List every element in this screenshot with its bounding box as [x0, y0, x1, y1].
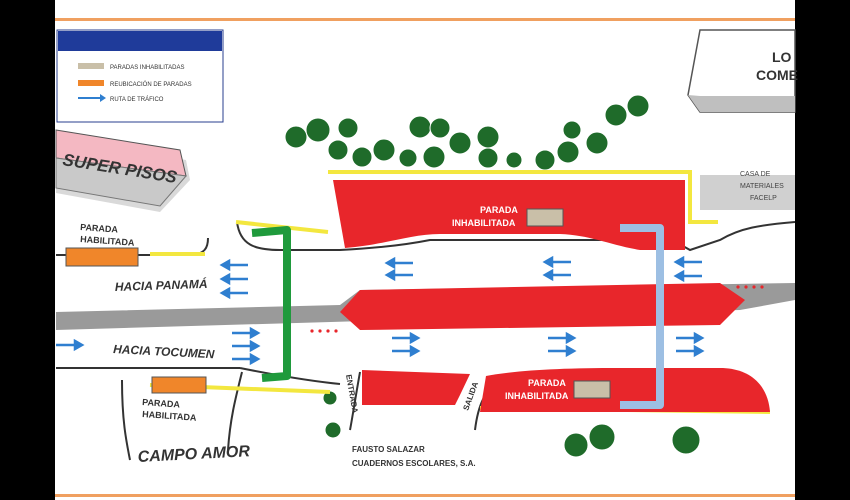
green-pedestrian-bridge	[251, 226, 291, 382]
traffic-arrow-icon	[232, 326, 261, 340]
local-comercial-building: LO COME	[687, 29, 798, 113]
legend-label-relocation: REUBICACIÓN DE PARADAS	[110, 81, 192, 88]
disabled-stop-bottom	[573, 380, 611, 399]
traffic-arrow-icon	[676, 331, 705, 345]
traffic-arrow-icon	[392, 331, 421, 345]
legend-swatch-disabled	[78, 63, 104, 69]
traffic-arrow-icon	[392, 344, 421, 358]
trees-top	[284, 94, 650, 171]
casa-materiales-building: CASA DE MATERIALES FACELP	[700, 171, 795, 210]
fausto-label-1: FAUSTO SALAZAR	[352, 445, 425, 454]
casa-label-2: MATERIALES	[740, 183, 784, 190]
traffic-arrow-icon	[56, 338, 85, 352]
stop-bottom-left-label-2: HABILITADA	[142, 409, 197, 423]
red-markers	[310, 285, 764, 333]
local-comercial-label-1: LO	[772, 49, 792, 65]
casa-label-1: CASA DE	[740, 171, 771, 178]
traffic-arrow-icon	[676, 344, 705, 358]
legend-label-traffic: RUTA DE TRÁFICO	[110, 96, 164, 103]
legend: PARADAS INHABILITADAS REUBICACIÓN DE PAR…	[56, 29, 224, 123]
disabled-stop-top	[526, 208, 564, 227]
stop-bottom-center-label-2: INHABILITADA	[505, 391, 569, 401]
platforms	[333, 180, 770, 412]
stop-bottom-left-label-1: PARADA	[142, 397, 181, 410]
traffic-arrow-icon	[219, 272, 248, 286]
trees-bottom	[322, 390, 701, 458]
legend-arrow-icon	[78, 94, 106, 102]
traffic-arrow-icon	[384, 268, 413, 282]
local-comercial-label-2: COME	[756, 67, 798, 83]
traffic-arrow-icon	[219, 258, 248, 272]
hacia-panama-label: HACIA PANAMÁ	[115, 276, 208, 294]
legend-label-disabled: PARADAS INHABILITADAS	[110, 65, 184, 71]
stop-top-center-label-1: PARADA	[480, 205, 518, 215]
traffic-arrow-icon	[673, 255, 702, 269]
traffic-arrow-icon	[384, 256, 413, 270]
traffic-arrow-icon	[542, 255, 571, 269]
traffic-arrow-icon	[542, 268, 571, 282]
stop-top-left-label-1: PARADA	[80, 222, 119, 235]
legend-swatch-relocation	[78, 80, 104, 86]
traffic-arrow-icon	[548, 344, 577, 358]
platform-middle	[340, 283, 745, 330]
super-pisos-building: SUPER PISOS	[55, 129, 190, 212]
traffic-arrow-icon	[548, 331, 577, 345]
top-orange-line	[55, 18, 795, 21]
campo-amor-label: CAMPO AMOR	[137, 443, 250, 466]
traffic-arrow-icon	[232, 352, 261, 366]
platform-top	[333, 180, 685, 250]
traffic-arrow-icon	[673, 269, 702, 283]
bottom-orange-line	[55, 494, 795, 497]
legend-header-bar	[58, 31, 222, 51]
stop-bottom-center-label-1: PARADA	[528, 378, 566, 388]
blue-pedestrian-bridge	[620, 224, 664, 409]
traffic-arrow-icon	[219, 286, 248, 300]
traffic-arrow-icon	[232, 339, 261, 353]
traffic-arrows	[56, 255, 705, 366]
stop-top-left-label-2: HABILITADA	[80, 234, 135, 248]
casa-label-3: FACELP	[750, 195, 777, 202]
relocated-stop-bottom	[151, 376, 207, 394]
platform-bottom-right	[480, 368, 770, 412]
fausto-label-2: CUADERNOS ESCOLARES, S.A.	[352, 459, 476, 468]
relocated-stop-top	[65, 247, 139, 267]
platform-bottom-left	[362, 370, 470, 405]
hacia-tocumen-label: HACIA TOCUMEN	[113, 342, 215, 361]
stop-top-center-label-2: INHABILITADA	[452, 218, 516, 228]
